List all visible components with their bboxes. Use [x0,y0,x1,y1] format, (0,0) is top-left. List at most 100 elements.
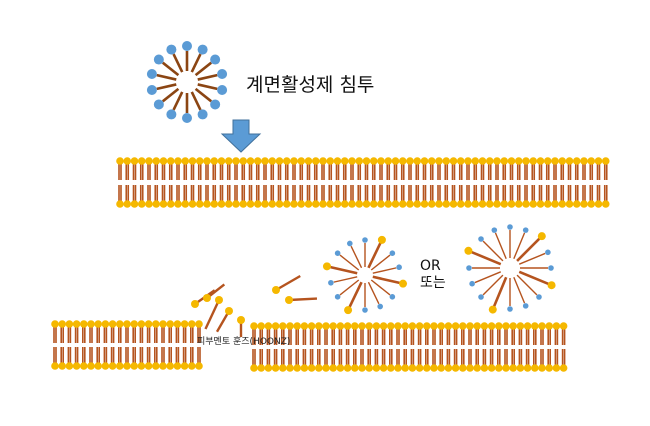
lipid-head [372,364,381,372]
lipid-head [559,364,568,372]
lipid-head [545,322,553,330]
mixed-micelle-large [464,224,556,314]
lipid-head [485,157,494,165]
lipid-head [537,232,546,241]
lipid-head [246,200,255,208]
surfactant-head [507,306,513,312]
lipid-head [384,157,393,165]
lipid-head [449,200,458,208]
micelle-tail [329,265,358,275]
molecule-head [191,300,199,308]
lipid-head [116,362,124,370]
molecule-tail [275,274,301,292]
lipid-head [315,322,323,330]
lipid-head [478,157,487,165]
surfactant-head [548,265,554,271]
lipid-head [522,157,530,165]
lipid-head [340,157,349,165]
molecule-tail [204,299,221,330]
lipid-head [543,200,552,208]
lipid-head [509,364,517,372]
lipid-head [565,157,574,165]
lipid-head [531,322,539,330]
lipid-head [210,200,219,208]
lipid-head [551,200,559,208]
lipid-head [188,157,197,165]
surfactant-head [522,303,529,309]
lipid-head [188,362,196,370]
lipid-head [58,320,66,328]
lipid-head [271,364,280,372]
lipid-head [322,322,330,330]
disrupted-bilayer-right [250,322,568,372]
lipid-head [116,200,124,208]
lipid-head [329,322,338,330]
lipid-head [232,157,240,165]
lipid-head [51,320,59,328]
lipid-head [480,364,489,372]
surfactant-tail [172,53,184,73]
lipid-head [195,200,204,208]
lipid-head [333,157,342,165]
lipid-head [51,362,59,370]
lipid-head [180,362,189,370]
lipid-head [487,364,496,372]
lipid-head [558,200,567,208]
lipid-head [217,157,226,165]
lipid-head [152,157,161,165]
surfactant-tail [161,87,180,103]
lipid-head [493,200,501,208]
surfactant-head [334,250,341,256]
lipid-head [391,200,400,208]
micelle-tail [482,240,504,262]
lipid-head [123,157,132,165]
lipid-head [250,364,258,372]
lipid-head [322,262,331,271]
lipid-head [529,200,538,208]
lipid-head [358,364,366,372]
lipid-head [264,322,273,330]
disrupted-bilayer-left [51,320,203,370]
molecule-head [215,296,223,304]
lipid-head [406,200,414,208]
lipid-head [379,364,388,372]
lipid-head [459,364,467,372]
lipid-head [348,200,356,208]
lipid-head [311,157,320,165]
surfactant-tail [197,83,218,91]
lipid-head [210,157,219,165]
lipid-head [166,200,175,208]
lipid-head [362,200,371,208]
lipid-head [257,322,266,330]
lipid-head [101,320,110,328]
lipid-head [444,364,453,372]
or-label-en: OR [420,258,441,274]
surfactant-tail [190,91,202,111]
lipid-head [315,364,323,372]
micelle-tail [348,281,363,308]
lipid-head [507,157,516,165]
lipid-head [261,157,269,165]
lipid-head [253,157,262,165]
lipid-head [531,364,539,372]
lipid-head [442,157,451,165]
lipid-head [351,322,359,330]
lipid-head [297,200,306,208]
lipid-head [58,362,66,370]
lipid-head [232,200,240,208]
micelle-tail [482,274,504,296]
lipid-head [369,200,378,208]
lipid-head [307,364,316,372]
lipid-head [307,322,316,330]
lipid-head [516,364,525,372]
lipid-head [444,322,453,330]
micelle-tail [367,281,380,305]
lipid-head [502,322,510,330]
lipid-head [290,157,298,165]
lipid-head [159,362,167,370]
surfactant-tail [194,61,213,77]
lipid-head [351,364,359,372]
lipid-head [464,200,472,208]
lipid-head [398,200,407,208]
molecule-head [225,307,233,315]
